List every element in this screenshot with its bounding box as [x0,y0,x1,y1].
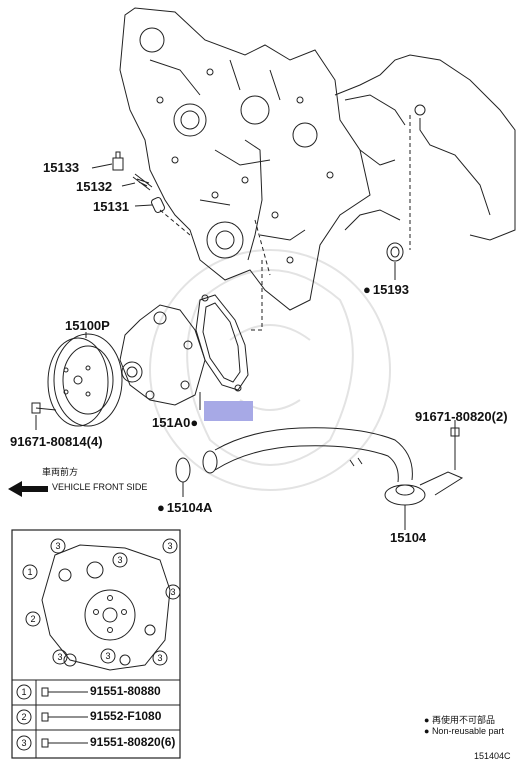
non-reusable-dot-icon: ● [190,415,199,430]
svg-text:1: 1 [21,687,26,697]
label-15133[interactable]: 15133 [43,160,80,175]
non-reusable-dot-icon: ● [363,282,371,297]
label-bolt-91671-80814[interactable]: 91671-80814(4) [10,434,103,449]
direction-english: VEHICLE FRONT SIDE [52,482,148,492]
legend-non-reusable-ja: ● 再使用不可部品 [424,715,495,725]
label-15131[interactable]: 15131 [93,199,130,214]
svg-text:2: 2 [30,614,35,624]
legend-non-reusable-en: ● Non-reusable part [424,726,504,736]
inset-part-1[interactable]: 91551-80880 [90,684,161,698]
non-reusable-dot-icon: ● [157,500,165,515]
label-15104[interactable]: 15104 [390,530,427,545]
pulley-drawing [31,333,123,427]
label-15132[interactable]: 15132 [76,179,113,194]
bolt-icon [41,687,62,748]
svg-text:3: 3 [167,541,172,551]
label-leaders [35,163,456,530]
label-15100P[interactable]: 15100P [65,318,110,333]
svg-text:3: 3 [57,652,62,662]
svg-text:1: 1 [27,567,32,577]
seal-15193-shape [386,242,404,262]
water-pump-drawing [119,304,206,406]
inset-callout-numbers: 3 3 3 1 2 3 3 3 3 1 2 3 [21,541,175,748]
label-15104A[interactable]: ●15104A [157,500,213,515]
label-151A0[interactable]: 151A0● [152,415,199,430]
svg-text:3: 3 [170,587,175,597]
non-reusable-dot-icon: ● [424,726,432,736]
oring-15104A-shape [175,457,191,483]
leader-lines [159,115,411,331]
sensor-parts [112,151,166,213]
svg-text:2: 2 [21,712,26,722]
inset-part-3[interactable]: 91551-80820(6) [90,735,176,749]
svg-text:3: 3 [117,555,122,565]
diagram-id: 151404C [474,751,511,761]
engine-block [119,7,516,311]
arrow-left-icon [8,481,48,497]
svg-text:3: 3 [55,541,60,551]
label-bolt-91671-80820[interactable]: 91671-80820(2) [415,409,508,424]
inset-detail [11,529,181,759]
gasket-drawing [195,294,249,392]
part-highlight[interactable] [204,401,253,421]
non-reusable-dot-icon: ● [424,715,432,725]
label-15193[interactable]: ●15193 [363,282,410,297]
inset-part-2[interactable]: 91552-F1080 [90,709,162,723]
watermark-emblem [149,249,391,491]
direction-japanese: 車両前方 [42,467,79,477]
inlet-pipe-drawing [202,427,464,506]
svg-text:3: 3 [21,738,26,748]
svg-text:3: 3 [105,651,110,661]
svg-text:3: 3 [157,653,162,663]
